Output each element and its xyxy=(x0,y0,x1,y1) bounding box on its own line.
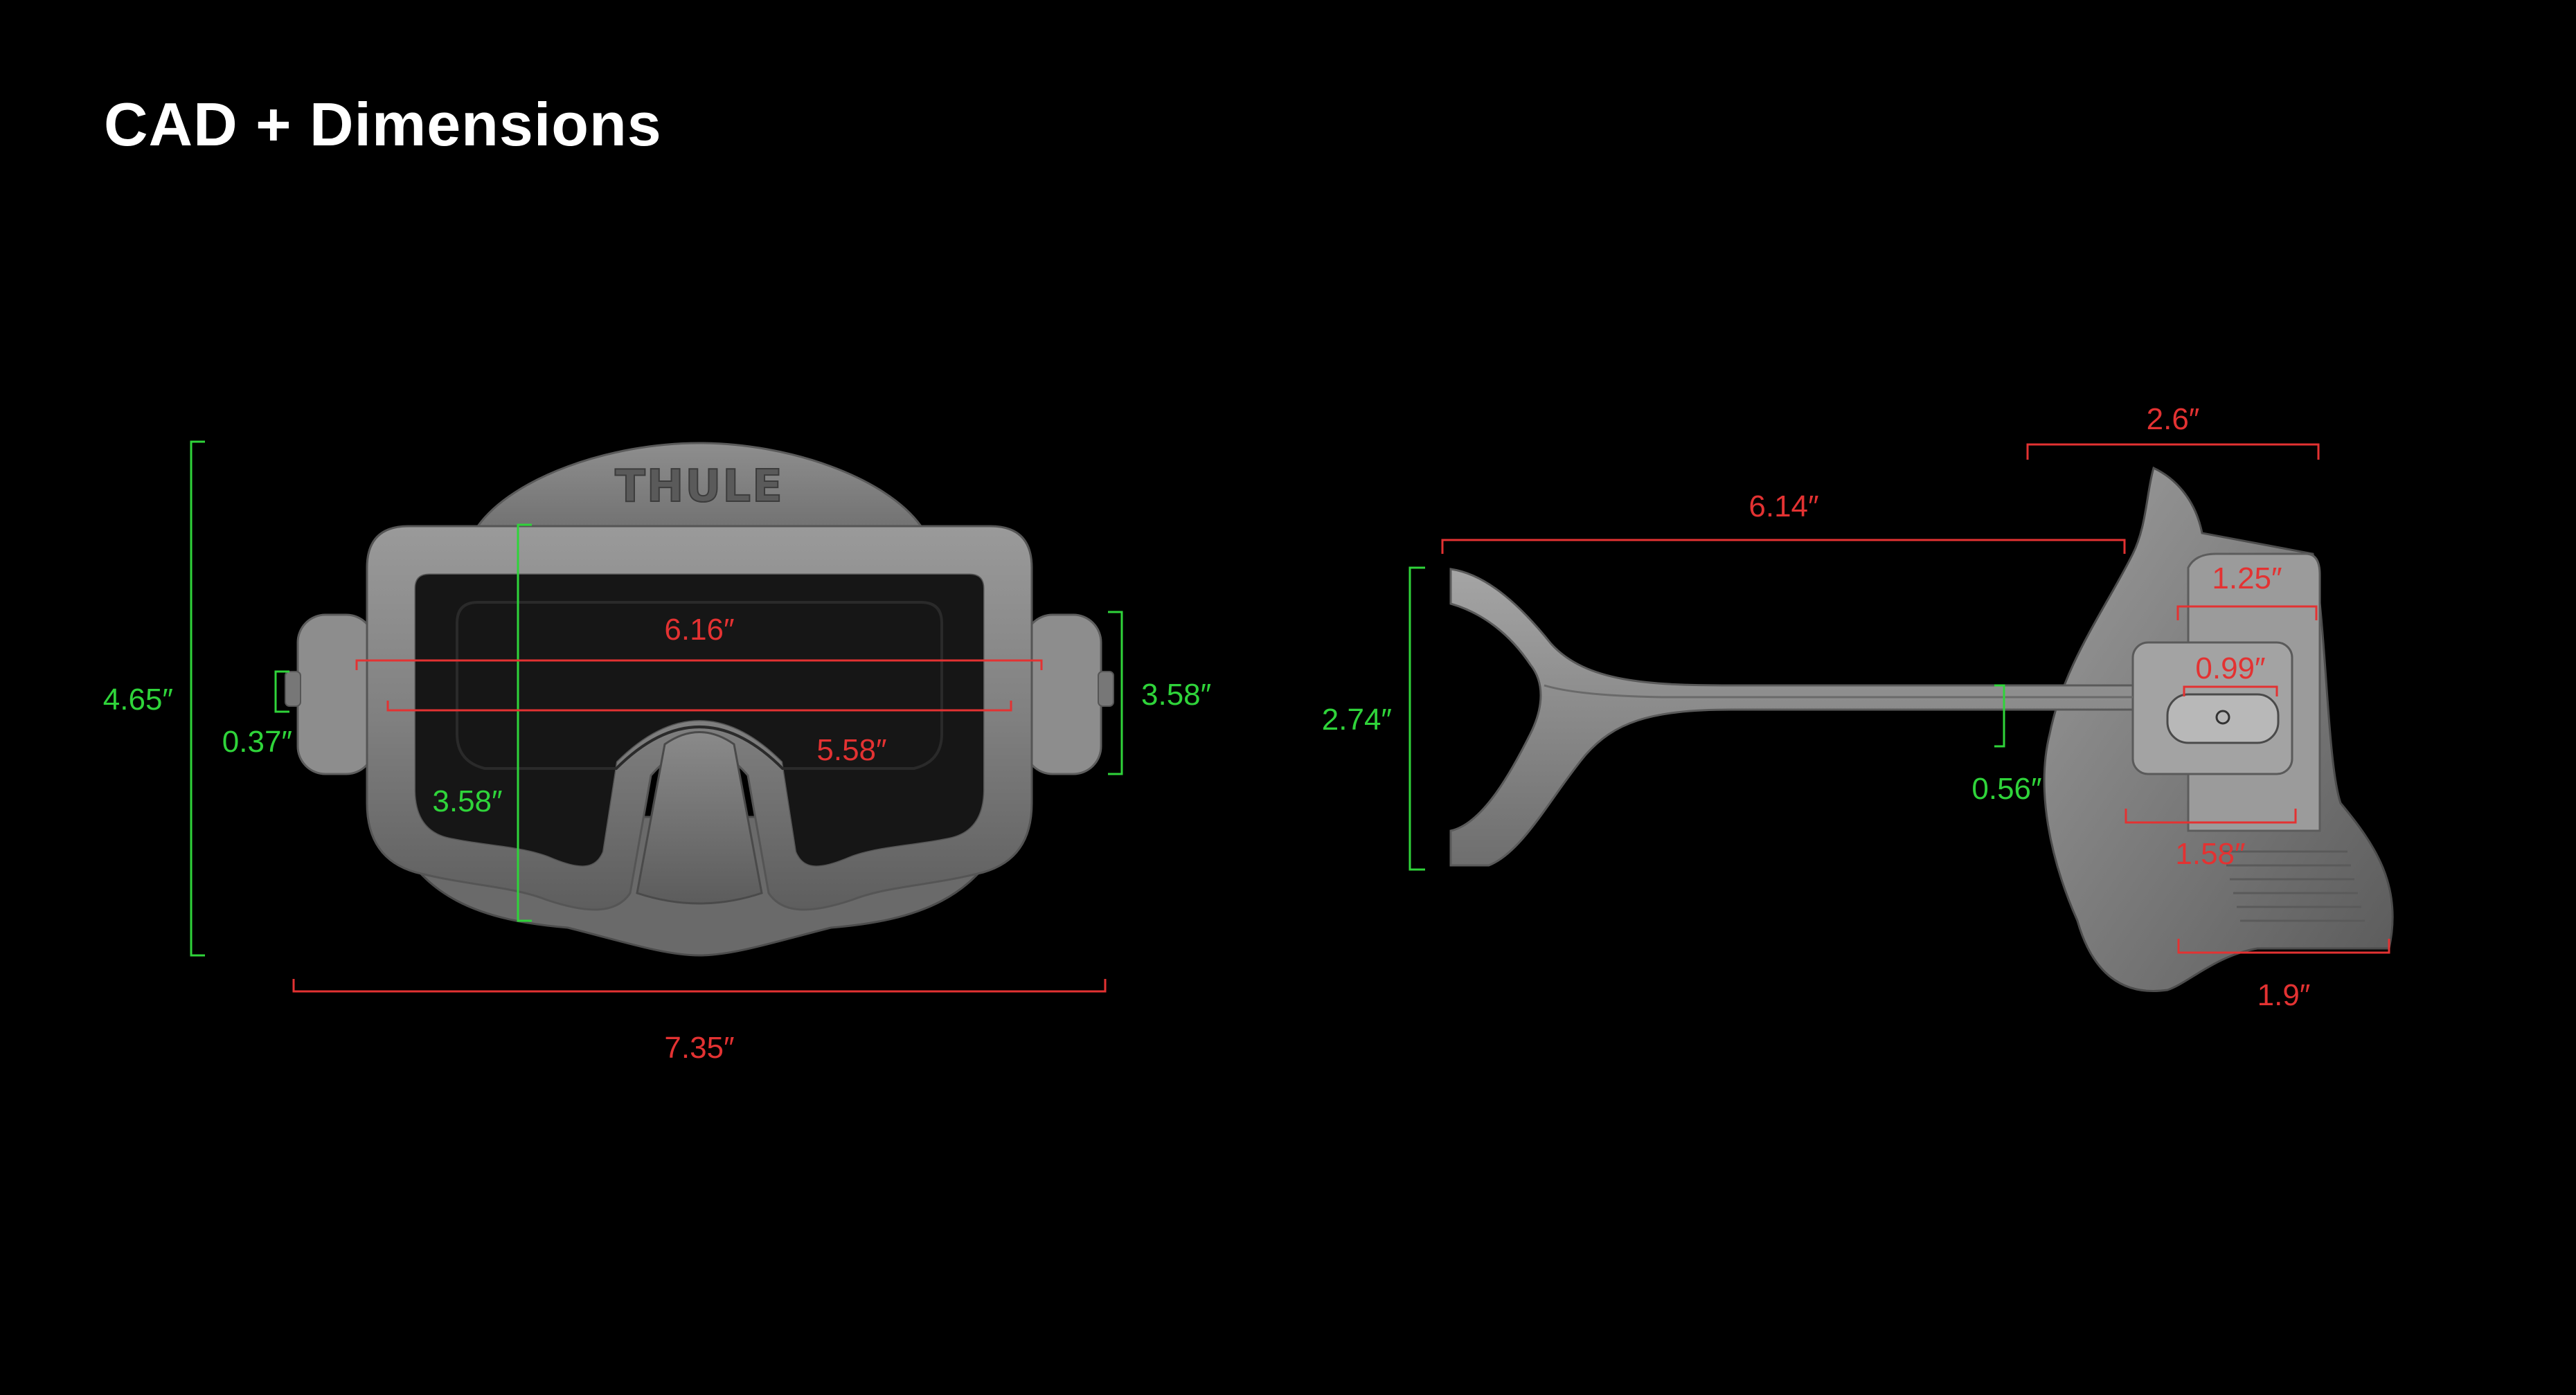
mask-left-buckle xyxy=(296,613,375,775)
dim-line-frame-depth xyxy=(2026,443,2320,460)
label-strap-height: 2.74″ xyxy=(1322,703,1392,737)
dim-line-overall-width xyxy=(292,979,1107,993)
mask-inner-frame xyxy=(456,601,943,770)
label-buckle-width: 1.25″ xyxy=(2212,561,2282,595)
side-mask-strap-groove xyxy=(1544,684,2133,699)
dim-line-buckle-width xyxy=(2176,605,2318,620)
dim-line-side-height xyxy=(1108,611,1123,775)
label-skirt-depth: 1.9″ xyxy=(2257,978,2311,1012)
side-dimension-labels: 2.6″ 6.14″ 2.74″ 1.25″ 0.99″ 0.56″ 1.58″… xyxy=(1322,402,2311,1012)
mask-right-clip xyxy=(1098,671,1114,707)
dim-line-inner-width xyxy=(386,701,1012,712)
front-view-mask: THULE xyxy=(285,442,1114,957)
dim-line-buckle-length xyxy=(2125,809,2297,824)
dim-line-button-width xyxy=(2183,685,2278,696)
label-overall-height: 4.65″ xyxy=(103,683,173,717)
dim-line-strap-thickness xyxy=(1994,684,2005,748)
label-buckle-height: 0.37″ xyxy=(222,725,292,759)
side-dimension-lines xyxy=(1408,443,2390,954)
side-mask-strap xyxy=(1449,568,2134,867)
side-mask-ribs xyxy=(2223,850,2365,922)
side-mask-button-icon xyxy=(2215,710,2230,725)
front-dimension-labels: 4.65″ 0.37″ 6.16″ 5.58″ 3.58″ 3.58″ 7.35… xyxy=(103,613,1211,1065)
label-lens-height: 3.58″ xyxy=(432,784,502,818)
label-strap-length: 6.14″ xyxy=(1748,489,1818,523)
label-button-width: 0.99″ xyxy=(2195,651,2265,685)
label-side-height: 3.58″ xyxy=(1141,678,1211,712)
side-mask-button[interactable] xyxy=(2166,693,2280,744)
mask-right-buckle xyxy=(1023,613,1102,775)
dim-line-strap-height xyxy=(1408,566,1425,871)
mask-top-skirt xyxy=(429,442,970,548)
label-buckle-length: 1.58″ xyxy=(2175,837,2245,871)
label-frame-depth: 2.6″ xyxy=(2147,402,2200,436)
mask-logo: THULE xyxy=(615,461,784,512)
dim-line-skirt-depth xyxy=(2177,939,2390,954)
dim-line-lens-width xyxy=(355,659,1043,670)
label-lens-width-top: 6.16″ xyxy=(664,613,734,647)
label-lens-width-inner: 5.58″ xyxy=(816,733,886,767)
front-dimension-lines xyxy=(190,440,1123,993)
dim-line-strap-length xyxy=(1441,539,2126,554)
mask-left-clip xyxy=(285,671,301,707)
dim-line-buckle-height xyxy=(274,670,289,713)
mask-lens xyxy=(415,575,983,866)
mask-nose-pocket xyxy=(636,731,763,905)
side-view-mask xyxy=(1449,466,2394,992)
page-title: CAD + Dimensions xyxy=(104,90,662,159)
dim-line-overall-height xyxy=(190,440,205,957)
label-strap-thickness: 0.56″ xyxy=(1971,772,2041,806)
dim-line-lens-height xyxy=(517,523,532,922)
label-overall-width: 7.35″ xyxy=(664,1031,734,1065)
